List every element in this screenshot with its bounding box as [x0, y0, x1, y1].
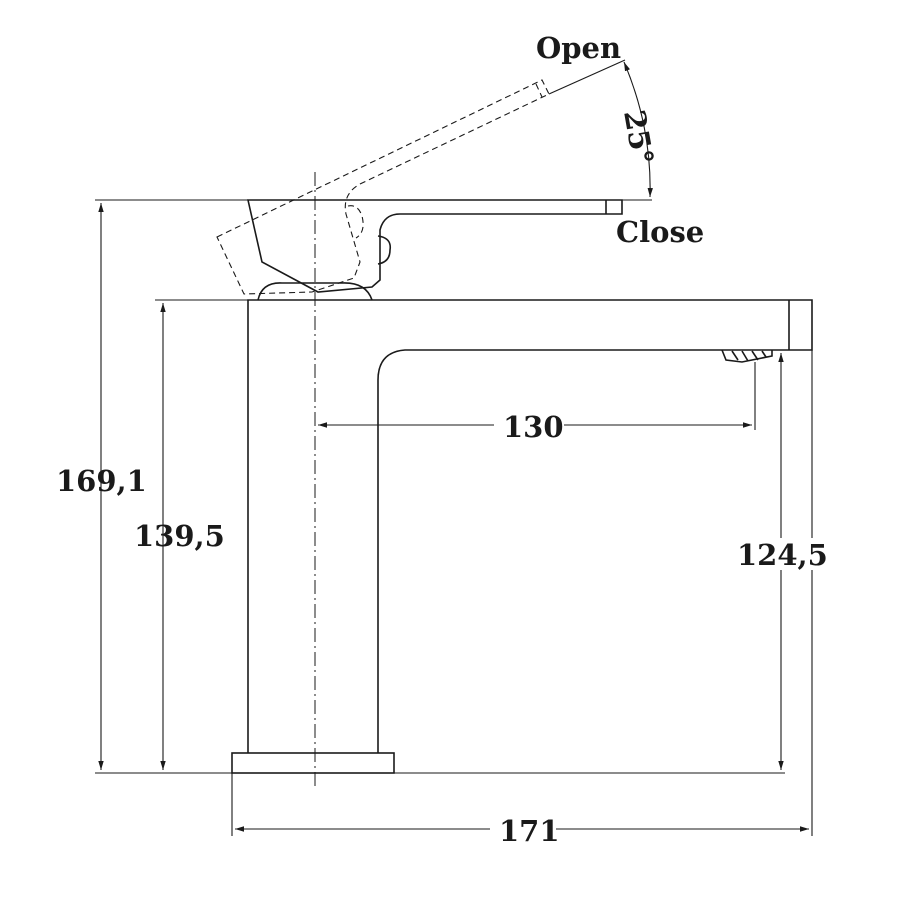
dim-label-total-length: 171 [499, 814, 560, 848]
dim-label-spout-height: 124,5 [737, 538, 828, 572]
label-angle: 25° [617, 107, 660, 167]
faucet-body [247, 299, 813, 753]
lever-knob [377, 235, 392, 265]
lever-open-knob [347, 205, 364, 239]
lever-open-tip-divider [535, 83, 543, 98]
aerator [721, 349, 773, 363]
dim-arc-angle [623, 61, 653, 198]
base-plate [231, 752, 395, 774]
extension-lines [95, 59, 813, 836]
labels: Open Close 25° 169,1 139,5 124,5 130 171 [56, 31, 828, 848]
dim-label-spout-reach: 130 [503, 410, 564, 444]
lever-handle-open [216, 79, 550, 295]
dim-label-body-height: 139,5 [134, 519, 225, 553]
cartridge-dome [257, 282, 373, 301]
faucet-outline [216, 79, 813, 790]
label-open: Open [536, 31, 621, 65]
dimension-lines [98, 61, 809, 832]
lever-handle-closed [246, 199, 623, 293]
dim-label-total-height: 169,1 [56, 464, 147, 498]
label-close: Close [616, 215, 704, 249]
